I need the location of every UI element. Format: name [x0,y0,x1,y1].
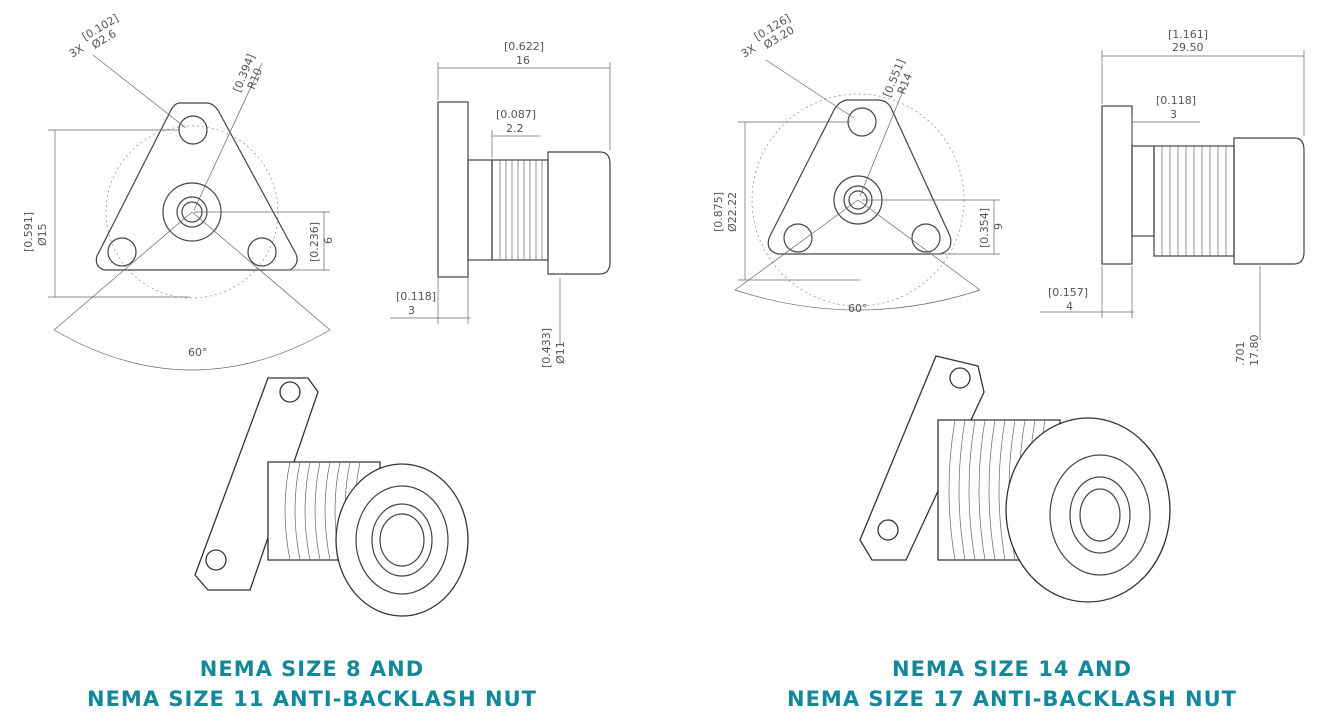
right-caption-line2: NEMA SIZE 17 ANTI-BACKLASH NUT [787,687,1237,711]
offset-mm: 9 [992,223,1005,230]
height-bracket: [0.591] [22,212,35,252]
right-caption: NEMA SIZE 14 AND NEMA SIZE 17 ANTI-BACKL… [732,654,1292,714]
offset-mm: 6 [322,237,335,244]
left-isometric-view [194,377,469,617]
holes-count: 3X [67,42,87,61]
groove-mm: 3 [1170,108,1177,121]
flange-mm: 3 [408,304,415,317]
left-caption-line1: NEMA SIZE 8 AND [199,657,425,681]
groove-mm: 2.2 [506,122,524,135]
diameter-bracket: .701 [1234,342,1247,367]
right-front-view: 60° 3X [0.126] Ø3.20 [0.551] R14 [0.875]… [712,12,1005,315]
height-mm: Ø22.22 [726,192,739,232]
angle-label: 60° [188,346,208,359]
flange-mm: 4 [1066,300,1073,313]
length-bracket: [1.161] [1168,28,1208,41]
diameter-mm: Ø11 [554,341,567,364]
offset-bracket: [0.236] [308,222,321,262]
left-front-view: 60° 3X [0.102] Ø2.6 [0.394] R10 [0.591] … [22,12,335,371]
height-bracket: [0.875] [712,192,725,232]
holes-count: 3X [739,42,759,61]
diameter-mm: 17.80 [1248,335,1261,367]
angle-label: 60° [848,302,868,315]
groove-bracket: [0.118] [1156,94,1196,107]
length-mm: 16 [516,54,530,67]
groove-bracket: [0.087] [496,108,536,121]
flange-bracket: [0.118] [396,290,436,303]
height-mm: Ø15 [36,223,49,246]
left-side-view: [0.622] 16 [0.087] 2.2 [0.118] 3 [0.433]… [390,40,611,368]
diameter-bracket: [0.433] [540,328,553,368]
right-side-view: [1.161] 29.50 [0.118] 3 [0.157] 4 .701 1… [1040,28,1305,367]
length-bracket: [0.622] [504,40,544,53]
right-caption-line1: NEMA SIZE 14 AND [892,657,1132,681]
offset-bracket: [0.354] [978,208,991,248]
flange-bracket: [0.157] [1048,286,1088,299]
left-caption: NEMA SIZE 8 AND NEMA SIZE 11 ANTI-BACKLA… [32,654,592,714]
right-isometric-view [859,355,1171,603]
left-caption-line2: NEMA SIZE 11 ANTI-BACKLASH NUT [87,687,537,711]
length-mm: 29.50 [1172,41,1204,54]
